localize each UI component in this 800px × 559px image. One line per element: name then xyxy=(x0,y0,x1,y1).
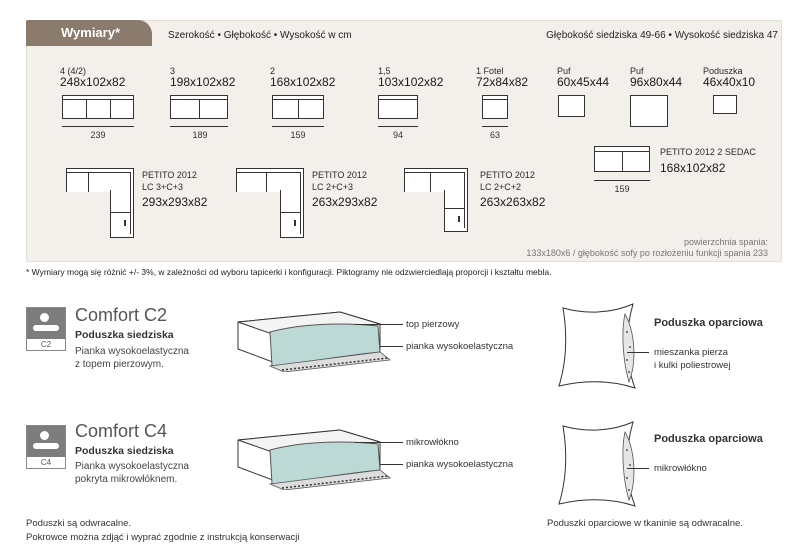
sofa-pictogram xyxy=(594,146,650,172)
measure-line xyxy=(272,126,324,127)
callout-line xyxy=(380,464,403,465)
c4-seat-icon: C4 xyxy=(26,425,66,469)
product-label: Poduszka xyxy=(703,66,743,76)
measure-label: 63 xyxy=(489,130,500,140)
product-dims: 198x102x82 xyxy=(170,75,236,89)
seat-dimensions-caption: Głębokość siedziska 49-66 • Wysokość sie… xyxy=(546,30,778,41)
pouf-pictogram xyxy=(630,95,668,127)
sofa-pictogram xyxy=(272,95,324,119)
sofa-pictogram xyxy=(62,95,134,119)
corner-config: LC 2+C+2 xyxy=(480,182,522,192)
corner-pictogram xyxy=(404,168,468,232)
corner-name: PETITO 2012 xyxy=(480,170,535,180)
product-label: 2 xyxy=(270,66,276,76)
dimensions-tab: Wymiary* xyxy=(26,20,152,46)
sofa-pictogram xyxy=(378,95,418,119)
product-label: 3 xyxy=(170,66,176,76)
product-dims: 60x45x44 xyxy=(557,75,610,89)
measure-line xyxy=(482,126,508,127)
measure-line xyxy=(594,180,650,181)
product-dims: 103x102x82 xyxy=(378,75,444,89)
dimension-order-caption: Szerokość • Głębokość • Wysokość w cm xyxy=(168,30,352,41)
product-label: Puf xyxy=(630,66,644,76)
c2-seat-icon: C2 xyxy=(26,307,66,351)
comfort-c4-title: Comfort C4 xyxy=(75,421,168,441)
comfort-c2-title: Comfort C2 xyxy=(75,305,168,325)
seat-cushion-heading: Poduszka siedziska xyxy=(75,445,174,457)
c2-cushion-diagram xyxy=(237,311,392,372)
pillow-fill-line1: mieszanka pierza xyxy=(654,347,728,358)
c2-back-pillow-diagram xyxy=(558,303,636,389)
measure-label: 94 xyxy=(392,130,403,140)
product-dims: 96x80x44 xyxy=(630,75,683,89)
corner-config: LC 2+C+3 xyxy=(312,182,354,192)
corner-pictogram xyxy=(236,168,304,238)
product-dims: 72x84x82 xyxy=(476,75,529,89)
corner-pictogram xyxy=(66,168,134,238)
callout-top-layer: top pierzowy xyxy=(406,319,460,330)
corner-dims: 263x293x82 xyxy=(312,195,378,209)
measure-line xyxy=(62,126,134,127)
c2-desc-line1: Pianka wysokoelastyczna xyxy=(75,346,189,357)
sofa-pictogram xyxy=(170,95,228,119)
sleeping-area-label: powierzchnia spania: xyxy=(683,237,768,247)
callout-microfiber: mikrowłókno xyxy=(406,437,459,448)
corner-config: LC 3+C+3 xyxy=(142,182,184,192)
measure-label: 159 xyxy=(614,184,630,194)
measure-line xyxy=(170,126,228,127)
sedac-name: PETITO 2012 2 SEDAC xyxy=(660,147,756,157)
corner-name: PETITO 2012 xyxy=(312,170,367,180)
back-cushion-heading: Poduszka oparciowa xyxy=(654,433,763,445)
product-dims: 46x40x10 xyxy=(703,75,756,89)
corner-name: PETITO 2012 xyxy=(142,170,197,180)
footer-back-cushions: Poduszki oparciowe w tkaninie są odwraca… xyxy=(547,518,743,529)
dimensions-panel xyxy=(26,20,782,262)
product-dims: 168x102x82 xyxy=(270,75,336,89)
pouf-pictogram xyxy=(558,95,585,117)
measure-line xyxy=(378,126,418,127)
callout-line xyxy=(355,324,403,325)
callout-line xyxy=(627,468,649,469)
back-cushion-heading: Poduszka oparciowa xyxy=(654,317,763,329)
pillow-fill-line2: i kulki poliestrowej xyxy=(654,360,731,371)
callout-foam: pianka wysokoelastyczna xyxy=(406,459,514,470)
sleeping-area-value: 133x180x6 / głębokość sofy po rozłożeniu… xyxy=(526,248,768,258)
c4-cushion-diagram xyxy=(237,429,392,490)
product-dims: 248x102x82 xyxy=(60,75,126,89)
product-label: 4 (4/2) xyxy=(60,66,87,76)
measure-label: 159 xyxy=(290,130,306,140)
callout-line xyxy=(380,346,403,347)
pillow-fill-line1: mikrowłókno xyxy=(654,463,707,474)
corner-dims: 263x263x82 xyxy=(480,195,546,209)
c4-badge-label: C4 xyxy=(40,458,52,467)
c4-desc-line2: pokryta mikrowłóknem. xyxy=(75,474,178,485)
measure-label: 239 xyxy=(90,130,106,140)
product-label: 1 Fotel xyxy=(476,66,504,76)
seat-cushion-heading: Poduszka siedziska xyxy=(75,329,174,341)
armchair-pictogram xyxy=(482,95,508,119)
cushion-pictogram xyxy=(713,95,737,114)
footer-reversible: Poduszki są odwracalne. xyxy=(26,518,132,529)
measure-label: 189 xyxy=(192,130,208,140)
corner-dims: 293x293x82 xyxy=(142,195,208,209)
callout-line xyxy=(355,442,403,443)
product-label: 1,5 xyxy=(378,66,391,76)
c4-desc-line1: Pianka wysokoelastyczna xyxy=(75,461,189,472)
callout-line xyxy=(627,352,649,353)
sedac-dims: 168x102x82 xyxy=(660,161,726,175)
c4-back-pillow-diagram xyxy=(558,421,636,507)
footer-care: Pokrowce można zdjąć i wyprać zgodnie z … xyxy=(26,532,300,543)
disclaimer: * Wymiary mogą się różnić +/- 3%, w zale… xyxy=(26,267,552,277)
c2-badge-label: C2 xyxy=(40,340,52,349)
c2-desc-line2: z topem pierzowym. xyxy=(75,359,164,370)
product-label: Puf xyxy=(557,66,571,76)
callout-foam: pianka wysokoelastyczna xyxy=(406,341,514,352)
